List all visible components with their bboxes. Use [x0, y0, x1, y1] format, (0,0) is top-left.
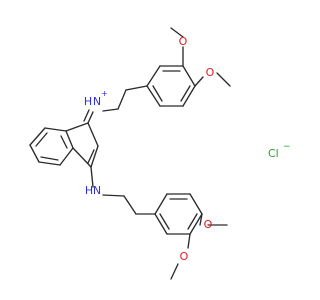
- nh-h-text: H: [85, 184, 93, 197]
- nh-plus-h-text: H: [84, 95, 92, 108]
- upper-benzene-ring: [146, 65, 196, 107]
- amine-nitrogen-label: N H: [85, 184, 101, 197]
- nh-plus-charge-text: +: [101, 89, 108, 98]
- lower-benzene-ring: [154, 193, 203, 235]
- oxygen-label-lower-2: O: [180, 250, 189, 263]
- chloride-symbol-text: Cl: [268, 147, 279, 160]
- chloride-charge-text: −: [283, 142, 291, 152]
- molecule-canvas: H N + N H O O O O Cl −: [29, 27, 291, 280]
- structure-svg: H N + N H O O O O Cl −: [29, 27, 291, 280]
- nh-n-text: N: [93, 184, 101, 197]
- nh-plus-n-text: N: [93, 95, 101, 108]
- oxygen-label-lower-1: O: [204, 218, 213, 231]
- upper-ethyl-chain: [102, 85, 148, 112]
- oxygen-label-upper-2: O: [206, 66, 215, 79]
- indene-core: [29, 109, 99, 168]
- lower-methoxy-groups: [170, 213, 228, 280]
- oxygen-label-upper-1: O: [179, 35, 188, 48]
- ammonium-nitrogen-label: H N +: [84, 89, 108, 108]
- upper-methoxy-groups: [170, 27, 231, 87]
- lower-ethyl-chain: [90, 166, 156, 215]
- chloride-ion: Cl −: [268, 142, 291, 160]
